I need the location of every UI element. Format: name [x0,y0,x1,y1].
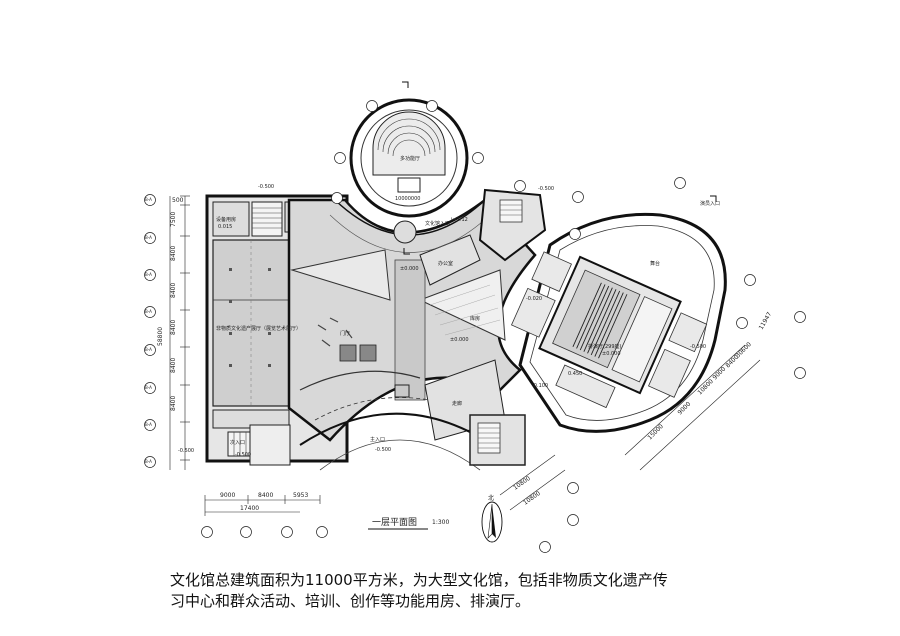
dim-se-6: 30600 [734,341,753,360]
label-storage: 库房 [470,315,480,322]
elev-theater: ±0.000 [602,351,621,357]
dims-left [169,195,190,470]
theater-wing [510,212,727,433]
grid-bubbles-east [539,177,806,553]
grid-code-3: B-A [145,272,152,277]
plan-title: 一层平面图 [372,517,417,528]
label-equipment: 设备用房 [216,216,236,223]
dim-bottom-2: 8400 [258,492,273,499]
label-center-code: 10000000 [395,196,420,202]
dim-left-3: 8400 [170,283,177,298]
elev-northeast: -0.500 [538,186,554,192]
label-office: 办公室 [438,260,453,267]
elev-north: -0.500 [258,184,274,190]
label-entrance-side: 次入口 [230,439,245,446]
dim-left-6: 8400 [170,396,177,411]
label-entrance-main: 主入口 [370,436,385,443]
dim-south-1: 10800 [512,475,532,492]
caption: 文化馆总建筑面积为11000平方米，为大型文化馆，包括非物质文化遗产传 习中心和… [170,570,730,612]
label-entrance-public: 文化馆入口 [425,220,450,227]
grid-code-7: B-A [145,422,152,427]
elev-015: 0.015 [218,224,232,230]
north-label: 北 [488,494,494,502]
plan-scale: 1:300 [432,519,449,526]
dim-left-1: 7500 [170,212,177,227]
dim-se-4: 9000 [711,366,727,382]
dim-bottom-total: 17400 [240,505,259,512]
south-arc [249,412,526,471]
dim-left-5: 8400 [170,358,177,373]
ne-stair [478,188,547,262]
grid-code-4: B-A [145,309,152,314]
dim-south-2: 10800 [522,490,542,507]
elev-southwest: -0.500 [235,452,251,458]
caption-line-2: 习中心和群众活动、培训、创作等功能用房、排演厅。 [170,592,531,610]
elev-west: -0.500 [178,448,194,454]
dim-bottom-3: 5953 [293,492,308,499]
elev-020: -0.020 [526,296,542,302]
grid-code-6: B-A [145,385,152,390]
dims-southeast [499,344,761,511]
central-hall [287,198,537,442]
label-lobby: 门厅 [340,330,350,337]
grid-bubbles-bottom [201,526,328,538]
elev-south: -0.500 [375,447,391,453]
dim-left-4: 8400 [170,320,177,335]
elev-hall-mid: ±0.000 [450,337,469,343]
elev-lobby: ±0.000 [400,266,419,272]
grid-code-8: B-A [145,459,152,464]
section-markers [402,81,717,255]
dim-left-top: 500 [172,197,184,204]
label-entrance-rear: 演员入口 [700,200,720,207]
grid-code-2: B-A [145,235,152,240]
grid-code-5: B-A [145,347,152,352]
dim-left-total: 58800 [157,327,164,346]
dim-se-1: 15000 [646,423,665,442]
circular-hall [329,98,491,253]
caption-line-1: 文化馆总建筑面积为11000平方米，为大型文化馆，包括非物质文化遗产传 [170,571,668,589]
label-exhibition: 非物质文化遗产展厅（展览艺术展厅） [216,325,301,332]
elev-east: -0.500 [690,344,706,350]
grid-code-1: B-A [145,197,152,202]
dim-bottom-1: 9000 [220,492,235,499]
grid-bubbles-north [331,100,526,204]
label-corridor: 走廊 [452,400,462,407]
label-theater: 排演厅(299座) [588,343,621,350]
elev-100: -0.100 [532,383,548,389]
dim-east: 11947 [758,311,774,331]
label-multi-hall: 多功能厅 [400,155,420,162]
north-arrow-icon: 北 [481,494,503,543]
label-stage: 舞台 [650,260,660,267]
dims-bottom [204,495,321,516]
elev-450: 0.450 [568,371,582,377]
label-ramp: i=1:12 [451,217,468,223]
dim-left-2: 8400 [170,246,177,261]
grid-bubbles-left [144,194,156,468]
